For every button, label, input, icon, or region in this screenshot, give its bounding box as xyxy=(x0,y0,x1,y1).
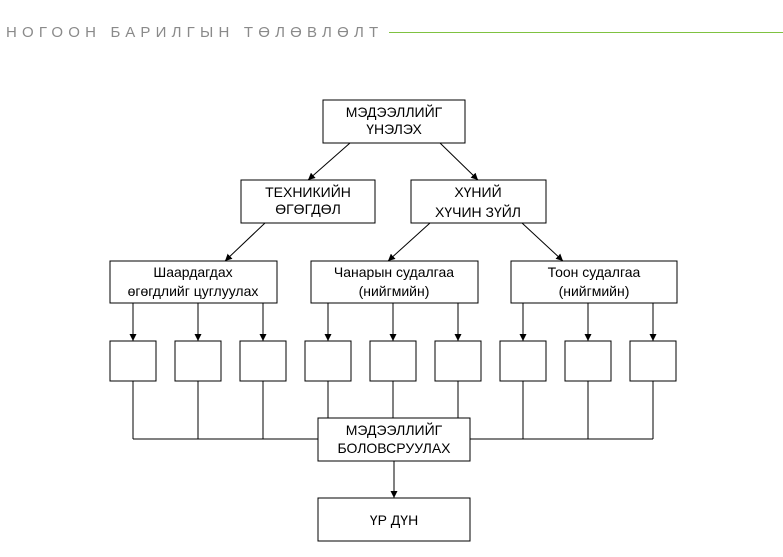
node-qualitative-line2: (нийгмийн) xyxy=(359,283,430,299)
node-evaluate-information: МЭДЭЭЛЛИЙГ ҮНЭЛЭХ xyxy=(322,99,466,144)
connector-technical-collect xyxy=(224,222,266,262)
node-collect-line1: Шаардагдах xyxy=(153,264,232,280)
connector-evaluate-human xyxy=(439,142,479,181)
node-technical-line1: ТЕХНИКИЙН xyxy=(265,183,351,200)
node-evaluate-line1: МЭДЭЭЛЛИЙГ xyxy=(346,103,443,120)
node-qualitative-study: Чанарын судалгаа (нийгмийн) xyxy=(310,260,479,304)
node-process-line2: БОЛОВСРУУЛАХ xyxy=(337,440,451,456)
node-technical-data: ТЕХНИКИЙН ӨГӨГДӨЛ xyxy=(240,179,376,224)
empty-box-5 xyxy=(369,340,417,382)
node-result-label: ҮР ДҮН xyxy=(370,512,418,528)
node-human-factor: ХҮНИЙ ХҮЧИН ЗҮЙЛ xyxy=(410,179,547,224)
empty-box-8 xyxy=(564,340,612,382)
connector-human-quantitative xyxy=(521,222,564,262)
empty-box-3 xyxy=(239,340,287,382)
node-quantitative-line1: Тоон судалгаа xyxy=(548,264,641,280)
empty-box-7 xyxy=(499,340,547,382)
connectors xyxy=(129,142,657,498)
connector-evaluate-technical xyxy=(307,142,351,181)
node-process-line1: МЭДЭЭЛЛИЙГ xyxy=(346,421,443,438)
node-collect-data: Шаардагдах өгөгдлийг цуглуулах xyxy=(109,260,278,304)
node-quantitative-study: Тоон судалгаа (нийгмийн) xyxy=(510,260,678,304)
connector-human-qualitative xyxy=(387,222,431,262)
empty-box-4 xyxy=(304,340,352,382)
empty-box-6 xyxy=(434,340,482,382)
node-human-line1: ХҮНИЙ xyxy=(454,183,501,200)
node-evaluate-line2: ҮНЭЛЭХ xyxy=(366,121,422,137)
node-technical-line2: ӨГӨГДӨЛ xyxy=(275,201,341,217)
header-rule xyxy=(389,31,783,33)
node-quantitative-line2: (нийгмийн) xyxy=(559,283,630,299)
page-header: НОГООН БАРИЛГЫН ТӨЛӨВЛӨЛТ xyxy=(6,22,783,42)
empty-box-2 xyxy=(174,340,222,382)
node-human-line2: ХҮЧИН ЗҮЙЛ xyxy=(435,203,521,220)
node-collect-line2: өгөгдлийг цуглуулах xyxy=(128,283,259,299)
node-result: ҮР ДҮН xyxy=(317,497,471,542)
node-process-information: МЭДЭЭЛЛИЙГ БОЛОВСРУУЛАХ xyxy=(317,417,471,462)
empty-box-1 xyxy=(109,340,157,382)
node-qualitative-line1: Чанарын судалгаа xyxy=(334,264,454,280)
empty-box-9 xyxy=(629,340,677,382)
header-title: НОГООН БАРИЛГЫН ТӨЛӨВЛӨЛТ xyxy=(6,23,384,41)
